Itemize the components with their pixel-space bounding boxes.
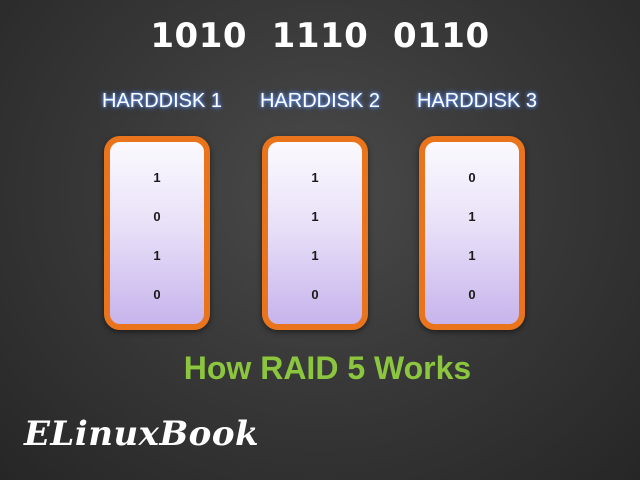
disk-bit: 0: [311, 287, 319, 302]
disk-bit: 1: [153, 170, 161, 185]
diagram-caption: How RAID 5 Works: [183, 350, 472, 386]
site-logo: ELinuxBook: [24, 414, 260, 454]
harddisk-1: HARDDISK 1 1 0 1 0: [97, 90, 227, 330]
bit-sequence-title: 1010 1110 0110: [150, 16, 490, 56]
harddisk-2: HARDDISK 2 1 1 1 0: [255, 90, 385, 330]
disk-bit: 1: [468, 209, 476, 224]
harddisk-1-label: HARDDISK 1: [101, 90, 223, 112]
disk-bit: 0: [153, 209, 161, 224]
disk-bit: 1: [311, 248, 319, 263]
harddisk-1-box: 1 0 1 0: [104, 136, 210, 330]
disk-bit: 0: [153, 287, 161, 302]
disk-bit: 1: [311, 170, 319, 185]
disk-bit: 1: [153, 248, 161, 263]
disk-bit: 1: [468, 248, 476, 263]
harddisk-2-box: 1 1 1 0: [262, 136, 368, 330]
harddisk-3-box: 0 1 1 0: [419, 136, 525, 330]
disk-bit: 1: [311, 209, 319, 224]
harddisk-2-label: HARDDISK 2: [259, 90, 381, 112]
disk-bit: 0: [468, 170, 476, 185]
harddisk-3: HARDDISK 3 0 1 1 0: [412, 90, 542, 330]
harddisk-3-label: HARDDISK 3: [416, 90, 538, 112]
disk-bit: 0: [468, 287, 476, 302]
